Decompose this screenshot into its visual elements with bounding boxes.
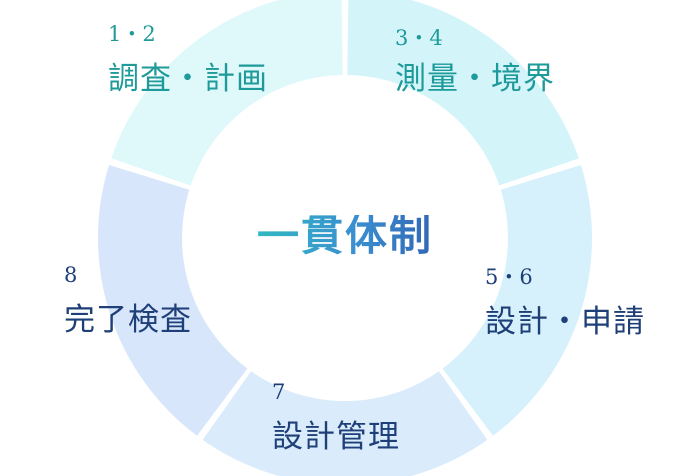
step-number-3-4: 3・4 bbox=[395, 26, 443, 50]
step-label-survey-plan: 調査・計画 bbox=[108, 61, 268, 97]
ring-segment-final-inspection bbox=[98, 164, 248, 436]
step-label-design-management: 設計管理 bbox=[272, 419, 400, 455]
step-number-8: 8 bbox=[64, 263, 78, 287]
step-label-measure-boundary: 測量・境界 bbox=[395, 61, 555, 97]
step-label-final-inspection: 完了検査 bbox=[64, 302, 192, 338]
ring-segment-measure-boundary bbox=[347, 0, 579, 186]
ring-segment-design-apply bbox=[442, 164, 592, 436]
center-title: 一貫体制 bbox=[240, 215, 450, 257]
step-label-design-apply: 設計・申請 bbox=[485, 304, 645, 340]
step-number-5-6: 5・6 bbox=[485, 265, 533, 289]
ring-segment-survey-plan bbox=[111, 0, 343, 186]
ring-segment-design-management bbox=[202, 371, 488, 476]
step-number-7: 7 bbox=[272, 380, 286, 404]
step-number-1-2: 1・2 bbox=[108, 22, 156, 46]
